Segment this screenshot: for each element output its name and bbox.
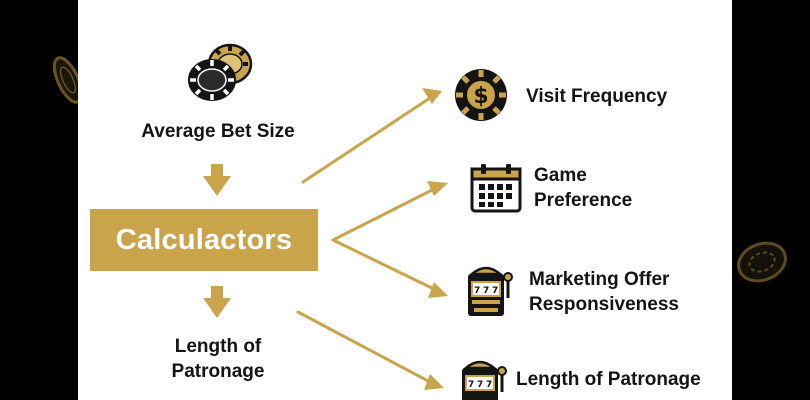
- output-marketing-offer-line-1: Marketing Offer: [529, 269, 670, 290]
- svg-text:7: 7: [483, 286, 489, 296]
- right-chip-decoration: [737, 241, 787, 283]
- poker-chips-icon: [188, 43, 253, 101]
- calculactors-label: Calculactors: [115, 223, 293, 256]
- svg-text:7: 7: [492, 286, 498, 296]
- arrowhead-visit-frequency: [422, 88, 442, 104]
- arrow-to-visit-frequency: [301, 96, 432, 184]
- svg-text:7: 7: [474, 286, 480, 296]
- arrowhead-length-of-patronage-output: [424, 374, 444, 390]
- dollar-chip-icon: $: [455, 69, 507, 121]
- arrow-to-length-of-patronage-output: [296, 310, 432, 384]
- diagram-panel: Average Bet Size Calculactors Length of …: [78, 0, 732, 400]
- down-arrow-bottom: [203, 286, 231, 318]
- input-length-of-patronage-line-1: Length of: [174, 336, 262, 357]
- svg-text:$: $: [473, 84, 488, 109]
- output-visit-frequency: Visit Frequency: [526, 86, 668, 107]
- output-marketing-offer-responsiveness: Marketing Offer Responsiveness: [529, 267, 679, 317]
- svg-text:7: 7: [486, 380, 492, 390]
- arrow-to-game-preference: [331, 186, 438, 242]
- output-game-preference-line-1: Game: [534, 165, 587, 186]
- calendar-icon: [470, 164, 522, 213]
- output-marketing-offer-line-2: Responsiveness: [529, 294, 679, 315]
- left-chip-decoration: [52, 56, 78, 104]
- input-length-of-patronage: Length of Patronage: [118, 334, 318, 384]
- arrowhead-marketing-offer: [428, 282, 448, 298]
- svg-text:7: 7: [468, 380, 474, 390]
- output-length-of-patronage: Length of Patronage: [516, 369, 701, 390]
- input-length-of-patronage-line-2: Patronage: [171, 361, 265, 382]
- arrowhead-game-preference: [427, 181, 448, 196]
- output-game-preference: Game Preference: [534, 163, 632, 213]
- calculactors-box: Calculactors: [90, 209, 318, 271]
- input-average-bet-size: Average Bet Size: [141, 121, 295, 142]
- connector-arrows: [203, 88, 448, 390]
- down-arrow-top: [203, 164, 231, 196]
- output-game-preference-line-2: Preference: [534, 190, 633, 211]
- arrow-to-marketing-offer: [331, 238, 438, 292]
- svg-text:7: 7: [477, 380, 483, 390]
